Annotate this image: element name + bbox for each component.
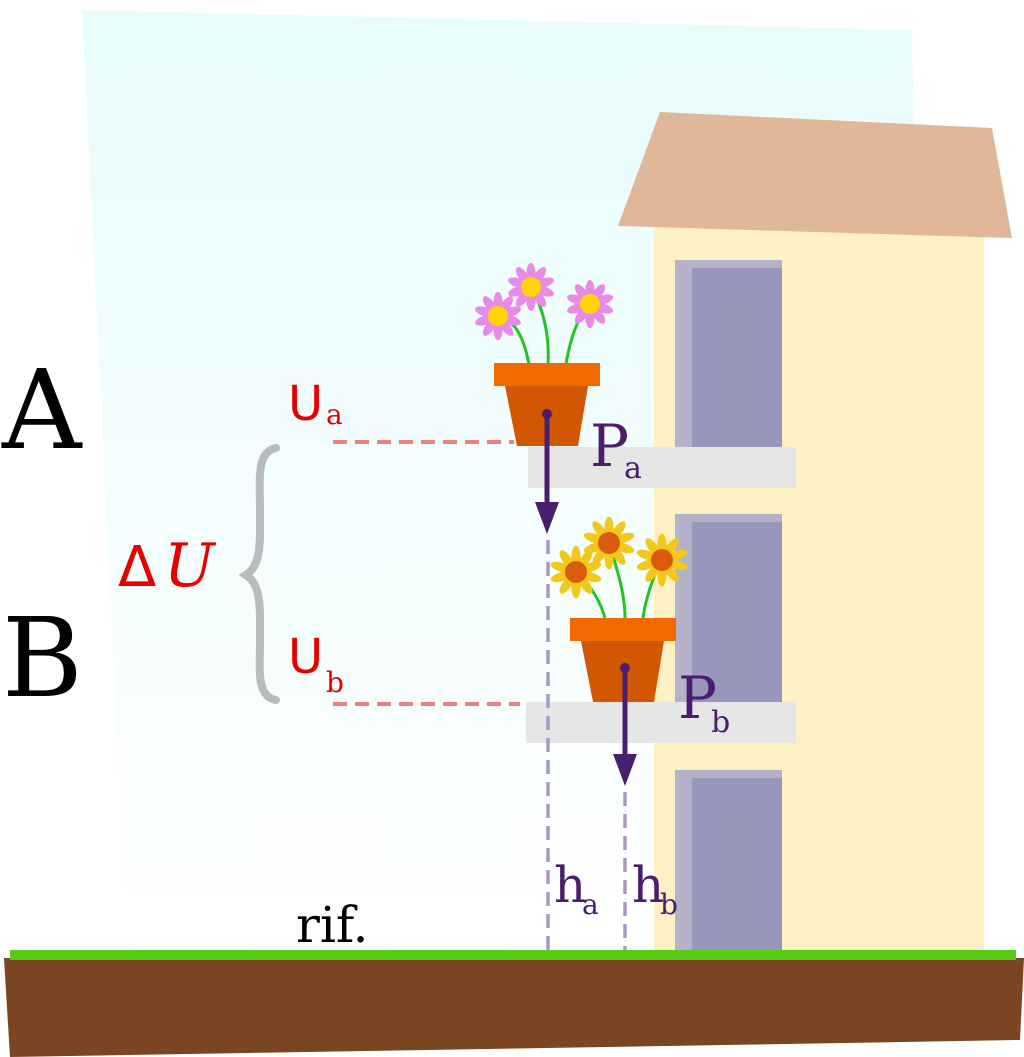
flower-icon [583,516,635,570]
flower-icon [567,280,613,328]
height-b-sub: b [660,888,678,921]
delta-u-label: Δ U [118,531,217,601]
reference-label: rif. [296,896,369,954]
energy-a-main: U [288,376,323,432]
grass-line [10,950,1016,960]
height-a-label: h a [554,856,599,921]
delta-var: U [164,531,217,601]
flower-icon [636,533,688,587]
window-middle [675,514,782,706]
delta-symbol: Δ [118,535,156,600]
height-b-label: h b [632,856,678,921]
energy-b-label: U b [288,629,344,699]
balcony-a [528,447,796,488]
energy-a-sub: a [326,398,343,431]
window-top [675,260,782,450]
energy-a-label: U a [288,376,343,432]
weight-arrow-a [535,409,559,534]
ground [4,958,1024,1057]
weight-a-main: P [590,412,629,480]
flower-icon [508,263,554,311]
weight-b-sub: b [711,705,730,740]
weight-arrow-b [613,663,637,786]
level-a-label: A [1,346,83,474]
height-a-sub: a [582,888,599,921]
window-bottom [675,770,782,957]
delta-u-brace [238,444,280,704]
height-b-main: h [632,856,664,914]
weight-b-label: P b [678,664,730,740]
energy-b-main: U [288,629,323,685]
building-icon [526,112,1012,957]
flower-icon [550,545,602,599]
level-b-label: B [2,594,83,722]
energy-b-sub: b [326,666,344,699]
weight-a-sub: a [624,451,642,486]
roof [618,112,1012,238]
weight-b-main: P [678,664,717,732]
height-a-main: h [554,856,586,914]
weight-a-label: P a [590,412,642,486]
balcony-b [526,702,796,743]
flower-icon [475,292,521,340]
pink-flower-pot-icon [475,263,613,446]
